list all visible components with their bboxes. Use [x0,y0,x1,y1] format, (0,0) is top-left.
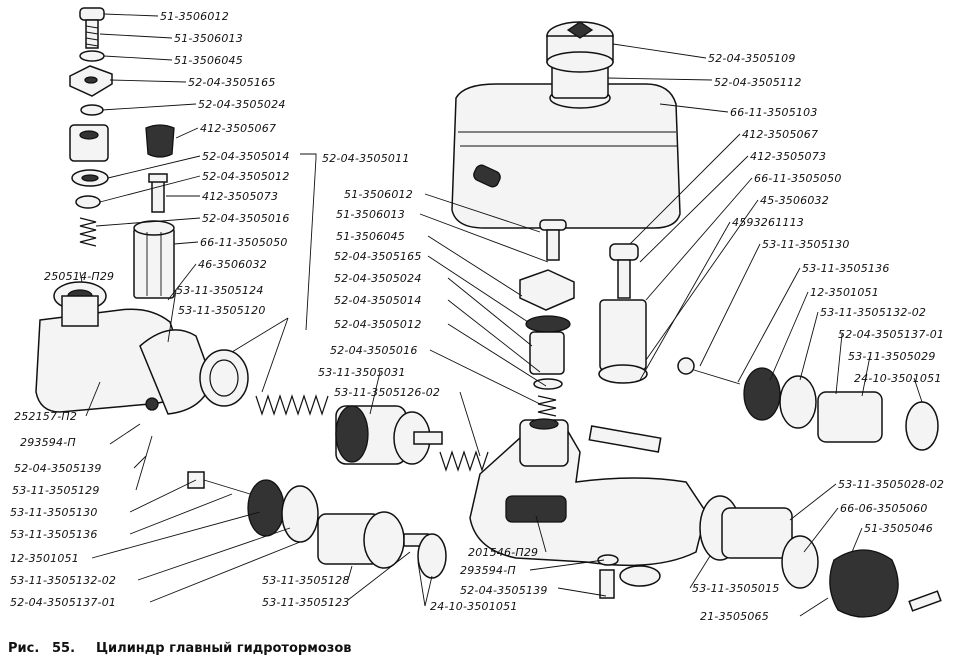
part-label: 412-3505067 [200,122,276,135]
part-label: 52-04-3505139 [14,462,102,475]
part-label: 412-3505073 [202,190,278,203]
part-label: 53-11-3505130 [10,506,98,519]
part-label: 45-3506032 [760,194,829,207]
part-label: 51-3506013 [336,208,405,221]
springs [255,394,489,472]
part-label: 51-3506045 [174,54,243,67]
part-label: 53-11-3505129 [12,484,100,497]
part-label: 12-3501051 [10,552,79,565]
part-label: 52-04-3505112 [714,76,802,89]
figure-caption: Рис. 55. Цилиндр главный гидротормозов [8,641,351,656]
part-label: 52-04-3505014 [334,294,422,307]
part-label: 52-04-3505137-01 [838,328,944,341]
part-label: 252157-П2 [14,410,77,423]
caption-title: Цилиндр главный гидротормозов [96,641,351,656]
right-piston-parts [677,357,942,618]
part-label: 293594-П [20,436,76,449]
part-label: 53-11-3505136 [10,528,98,541]
part-label: 52-04-3505024 [334,272,422,285]
part-label: 53-11-3505029 [848,350,936,363]
part-label: 53-11-3505132-02 [10,574,116,587]
part-label: 66-06-3505060 [840,502,928,515]
part-label: 53-11-3505123 [262,596,350,609]
part-label: 52-04-3505165 [188,76,276,89]
left-stack-parts [69,7,175,334]
part-label: 46-3506032 [198,258,267,271]
center-valve-parts [519,219,648,417]
part-label: 21-3505065 [700,610,769,623]
part-label: 53-11-3505126-02 [334,386,440,399]
part-label: 51-3506045 [336,230,405,243]
main-cylinder-body [469,418,707,599]
caption-number: 55. [52,641,75,656]
part-label: 250514-П29 [44,270,114,283]
parts-illustration [35,7,942,618]
leader-lines [79,13,923,617]
part-label: 66-11-3505103 [730,106,818,119]
part-label: 412-3505073 [750,150,826,163]
part-label: 201546-П29 [468,546,538,559]
part-label: 53-11-3505015 [692,582,780,595]
part-label: 12-3501051 [810,286,879,299]
part-label: 53-11-3505124 [176,284,264,297]
part-label: 52-04-3505139 [460,584,548,597]
part-label: 52-04-3505012 [202,170,290,183]
left-cylinder-body [35,281,249,415]
part-label: 52-04-3505011 [322,152,410,165]
part-label: 52-04-3505165 [334,250,422,263]
part-label: 53-11-3505136 [802,262,890,275]
part-label: 52-04-3505014 [202,150,290,163]
reservoir [451,21,681,229]
part-label: 52-04-3505016 [202,212,290,225]
part-label: 53-11-3505128 [262,574,350,587]
part-label: 52-04-3505016 [330,344,418,357]
part-label: 51-3505046 [864,522,933,535]
part-label: 51-3506012 [160,10,229,23]
part-labels: 51-3506012 51-3506013 51-3506045 52-04-3… [10,10,944,623]
part-label: 24-10-3501051 [430,600,518,613]
part-label: 52-04-3505012 [334,318,422,331]
part-label: 24-10-3501051 [854,372,942,385]
part-label: 52-04-3505137-01 [10,596,116,609]
part-label: 66-11-3505050 [200,236,288,249]
part-label: 293594-П [460,564,516,577]
caption-prefix: Рис. [8,641,39,656]
part-label: 66-11-3505050 [754,172,842,185]
part-label: 412-3505067 [742,128,818,141]
piston-assemblies [187,405,447,579]
part-label: 53-11-3505031 [318,366,406,379]
part-label: 52-04-3505109 [708,52,796,65]
part-label: 53-11-3505132-02 [820,306,926,319]
part-label: 4593261113 [732,216,804,229]
part-label: 53-11-3505130 [762,238,850,251]
part-label: 53-11-3505028-02 [838,478,944,491]
part-label: 53-11-3505120 [178,304,266,317]
part-label: 52-04-3505024 [198,98,286,111]
part-label: 51-3506013 [174,32,243,45]
part-label: 51-3506012 [344,188,413,201]
